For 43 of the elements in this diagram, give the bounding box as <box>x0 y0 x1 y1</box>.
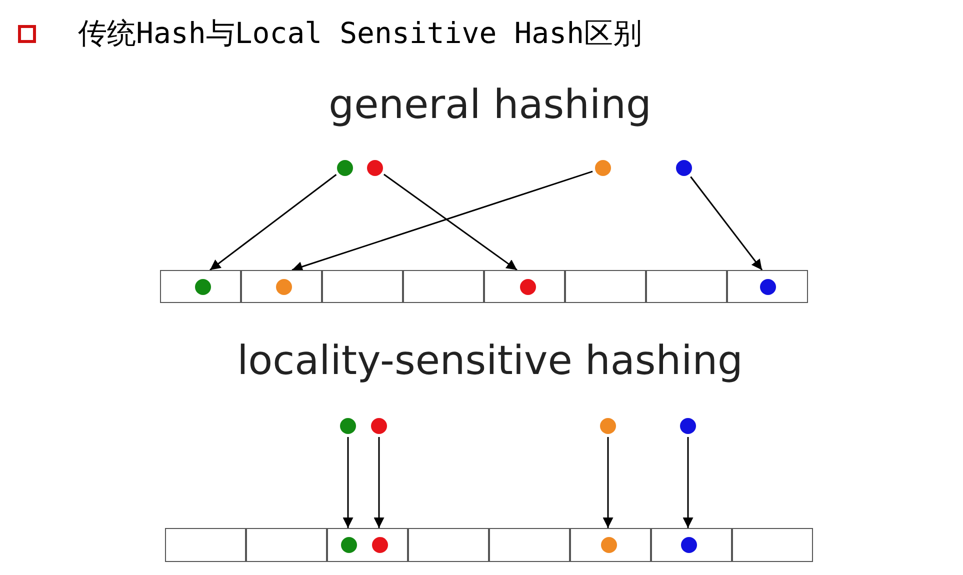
arrow <box>602 437 614 528</box>
data-point-dot <box>341 537 357 553</box>
data-point-dot <box>520 279 536 295</box>
data-point-dot <box>371 418 387 434</box>
hash-bucket <box>651 528 732 562</box>
data-point-dot <box>195 279 211 295</box>
section-heading: locality-sensitive hashing <box>237 338 743 384</box>
arrow <box>690 176 763 270</box>
hash-bucket <box>484 270 565 303</box>
hash-bucket <box>165 528 246 562</box>
data-point-dot <box>681 537 697 553</box>
hash-bucket <box>727 270 808 303</box>
data-point-dot <box>600 418 616 434</box>
arrow <box>374 437 384 528</box>
data-point-dot <box>340 418 356 434</box>
hash-bucket <box>246 528 327 562</box>
data-point-dot <box>276 279 292 295</box>
data-point-dot <box>337 160 353 176</box>
hash-bucket <box>646 270 727 303</box>
hash-bucket <box>327 528 408 562</box>
data-point-dot <box>680 418 696 434</box>
hash-bucket <box>732 528 813 562</box>
hash-bucket <box>160 270 241 303</box>
hash-bucket <box>322 270 403 303</box>
hash-bucket <box>403 270 484 303</box>
arrow <box>384 174 518 271</box>
hash-bucket <box>408 528 489 562</box>
arrow <box>292 170 593 272</box>
data-point-dot <box>601 537 617 553</box>
hash-bucket <box>565 270 646 303</box>
hash-bucket <box>570 528 651 562</box>
arrow <box>342 437 354 528</box>
section-heading: general hashing <box>328 82 652 128</box>
slide-title: 传统Hash与Local Sensitive Hash区别 <box>78 15 642 52</box>
data-point-dot <box>367 160 383 176</box>
arrow <box>210 174 337 271</box>
data-point-dot <box>595 160 611 176</box>
hash-bucket <box>241 270 322 303</box>
data-point-dot <box>760 279 776 295</box>
arrow <box>682 437 694 528</box>
data-point-dot <box>372 537 388 553</box>
data-point-dot <box>676 160 692 176</box>
hash-bucket <box>489 528 570 562</box>
